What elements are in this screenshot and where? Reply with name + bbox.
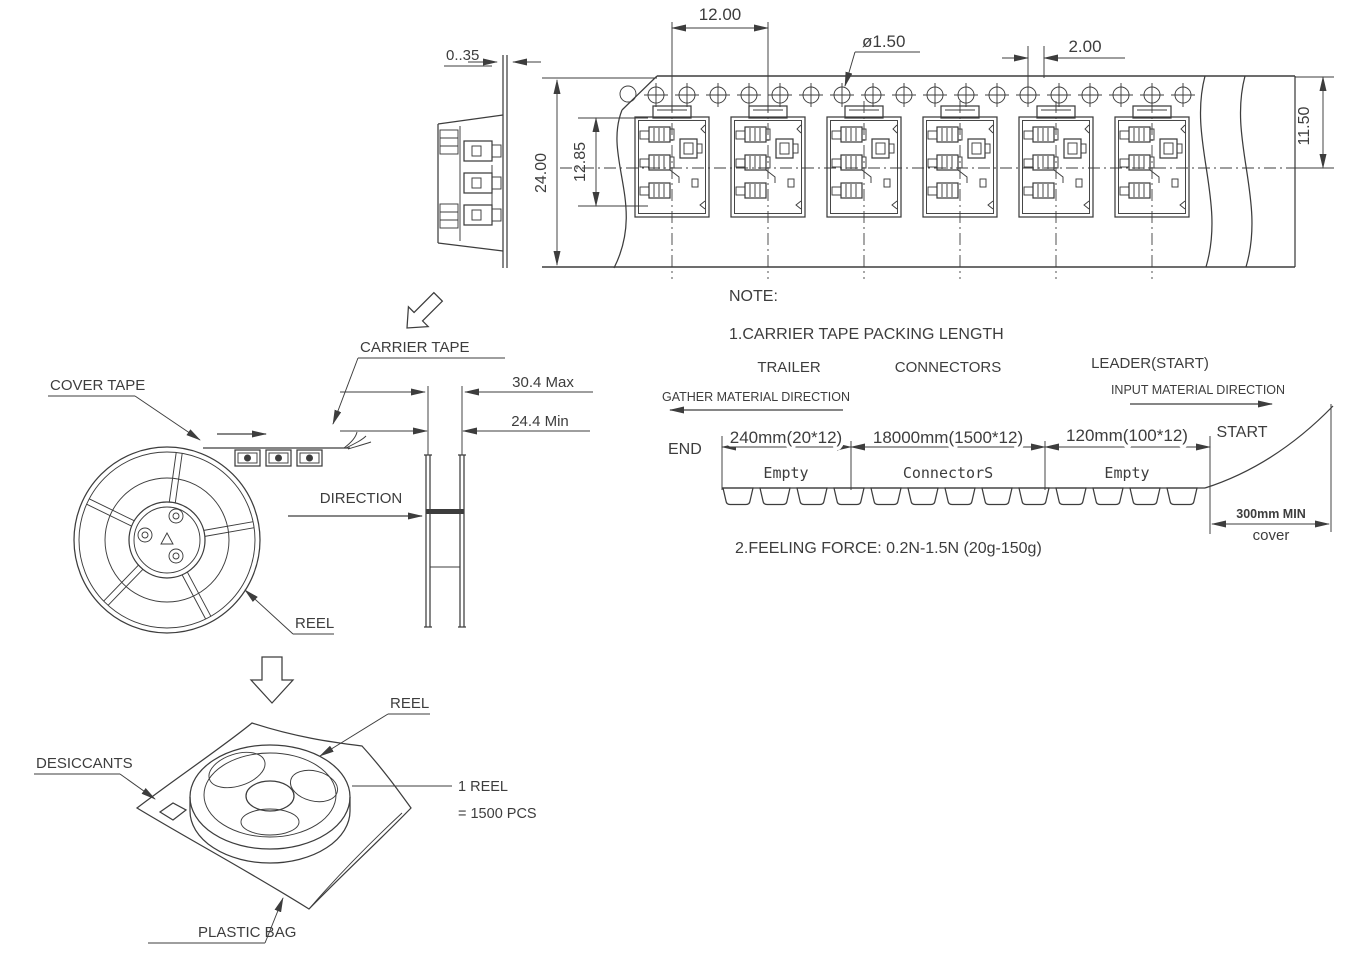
dim-edge-to-center: 11.50	[1296, 106, 1313, 145]
trailer-content: Empty	[763, 464, 808, 482]
dim-hole-diameter: ø1.50	[862, 32, 905, 51]
reel-section: COVER TAPE CARRIER TAPE	[48, 339, 593, 635]
direction-label: DIRECTION	[320, 490, 403, 507]
cover-tape-label: COVER TAPE	[50, 377, 145, 394]
reel-label: REEL	[295, 615, 334, 632]
reel-side-view	[424, 386, 466, 628]
dim-tape-thickness-value: 0..35	[446, 47, 479, 64]
gather-direction-label: GATHER MATERIAL DIRECTION	[662, 390, 850, 404]
tape-dimensions: 12.00 ø1.50 2.00 24.00 12.85 11.50	[533, 5, 1334, 266]
note-2: 2.FEELING FORCE: 0.2N-1.5N (20g-150g)	[735, 540, 1042, 557]
leader-length: 120mm(100*12)	[1066, 426, 1188, 445]
connectors-in-tape	[634, 100, 1190, 280]
notes-block: NOTE: 1.CARRIER TAPE PACKING LENGTH 2.FE…	[729, 288, 1042, 557]
flow-arrow-to-bag-icon	[249, 656, 295, 704]
reel-qty-line2: = 1500 PCS	[458, 806, 537, 822]
taped-components	[234, 449, 323, 467]
reel-qty-line1: 1 REEL	[458, 779, 508, 795]
reel-front-view	[73, 446, 261, 634]
desiccants-label: DESICCANTS	[36, 755, 133, 772]
trailer-length: 240mm(20*12)	[730, 428, 842, 447]
pocket-strip	[722, 487, 1198, 506]
connectors-length: 18000mm(1500*12)	[873, 428, 1023, 447]
reel-width-max: 30.4 Max	[512, 374, 574, 391]
note-heading: NOTE:	[729, 288, 778, 305]
sprocket-holes	[619, 82, 1196, 108]
flow-arrow-to-reel-icon	[406, 291, 444, 329]
connector-side-view: 0..35	[437, 47, 541, 268]
input-direction-label: INPUT MATERIAL DIRECTION	[1111, 383, 1285, 397]
carrier-tape-label: CARRIER TAPE	[360, 339, 469, 356]
note-1: 1.CARRIER TAPE PACKING LENGTH	[729, 326, 1004, 343]
bag-section: REEL 1 REEL = 1500 PCS DESICCANTS PLASTI…	[34, 695, 537, 944]
leader-content: Empty	[1104, 464, 1149, 482]
dim-pocket-pitch: 12.00	[699, 5, 742, 24]
dim-hole-to-center: 2.00	[1068, 37, 1101, 56]
connectors-content: ConnectorS	[903, 464, 993, 482]
dim-pocket-length: 12.85	[572, 142, 589, 182]
reel-width-min: 24.4 Min	[511, 413, 569, 430]
bag-reel-label: REEL	[390, 695, 429, 712]
carrier-tape-strip-top-view	[542, 75, 1300, 280]
plastic-bag-label: PLASTIC BAG	[198, 924, 296, 941]
cover-tail-length: 300mm MIN	[1236, 507, 1305, 521]
end-label: END	[668, 441, 702, 458]
trailer-label: TRAILER	[757, 359, 821, 376]
start-label: START	[1217, 424, 1268, 441]
reel-isometric	[189, 744, 351, 864]
dim-tape-width: 24.00	[533, 153, 550, 193]
dim-tape-thickness: 0..35	[444, 47, 541, 67]
connectors-label: CONNECTORS	[895, 359, 1001, 376]
cover-label: cover	[1253, 527, 1290, 544]
desiccant-packet	[158, 802, 188, 821]
leader-label: LEADER(START)	[1091, 355, 1209, 372]
packing-length-diagram: TRAILER CONNECTORS LEADER(START) GATHER …	[662, 355, 1334, 544]
